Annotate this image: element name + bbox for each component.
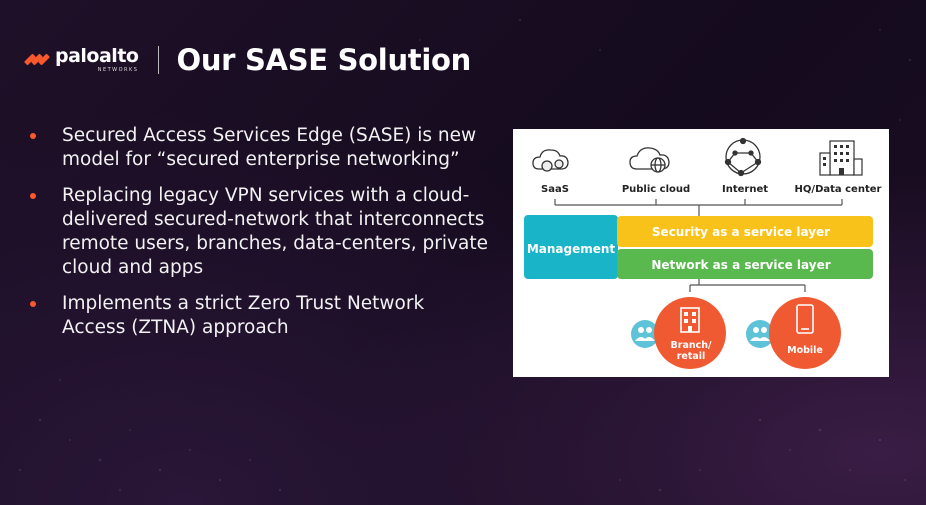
gear-cloud-icon — [532, 149, 569, 172]
bullet-item: Implements a strict Zero Trust Network A… — [30, 292, 490, 340]
mobile-phone-icon — [796, 304, 814, 334]
node-label-saas: SaaS — [541, 184, 569, 195]
node-label-public-cloud: Public cloud — [622, 184, 690, 195]
network-globe-icon — [724, 137, 762, 177]
node-label-internet: Internet — [722, 184, 768, 195]
slide-header: paloalto NETWORKS Our SASE Solution — [22, 40, 471, 80]
network-layer-band — [617, 249, 873, 279]
header-divider — [158, 46, 160, 74]
bullet-item: Secured Access Services Edge (SASE) is n… — [30, 124, 490, 172]
security-layer-label: Security as a service layer — [652, 225, 830, 239]
building-icon — [819, 140, 863, 176]
bullet-text: Implements a strict Zero Trust Network A… — [62, 293, 425, 338]
sase-diagram-svg: SaaS Public cloud Internet — [524, 137, 882, 369]
branch-site-circle — [654, 297, 726, 369]
site-label-branch: Branch/ — [671, 340, 712, 351]
management-box — [524, 215, 618, 279]
site-label-retail: retail — [677, 351, 706, 362]
node-label-hq-data-center: HQ/Data center — [795, 184, 882, 195]
slide-title: Our SASE Solution — [176, 43, 471, 77]
bullet-dot — [30, 193, 36, 199]
diagram-connectors — [554, 199, 843, 292]
network-layer-label: Network as a service layer — [651, 258, 830, 272]
bullet-dot — [30, 133, 36, 139]
site-label-mobile: Mobile — [787, 345, 823, 356]
paloalto-mark-icon — [24, 53, 50, 66]
bullet-text: Replacing legacy VPN services with a clo… — [62, 185, 488, 278]
management-label: Management — [527, 242, 616, 256]
paloalto-logo: paloalto NETWORKS — [22, 45, 139, 73]
bullet-dot — [30, 301, 36, 307]
bullet-item: Replacing legacy VPN services with a clo… — [30, 184, 490, 280]
brand-subtitle: NETWORKS — [97, 67, 139, 73]
bullet-list: Secured Access Services Edge (SASE) is n… — [30, 124, 490, 352]
globe-cloud-icon — [629, 147, 670, 173]
sase-diagram: SaaS Public cloud Internet — [513, 129, 889, 377]
security-layer-band — [617, 216, 873, 247]
bullet-text: Secured Access Services Edge (SASE) is n… — [62, 125, 477, 170]
building-icon — [680, 307, 700, 333]
brand-name: paloalto — [55, 45, 139, 67]
